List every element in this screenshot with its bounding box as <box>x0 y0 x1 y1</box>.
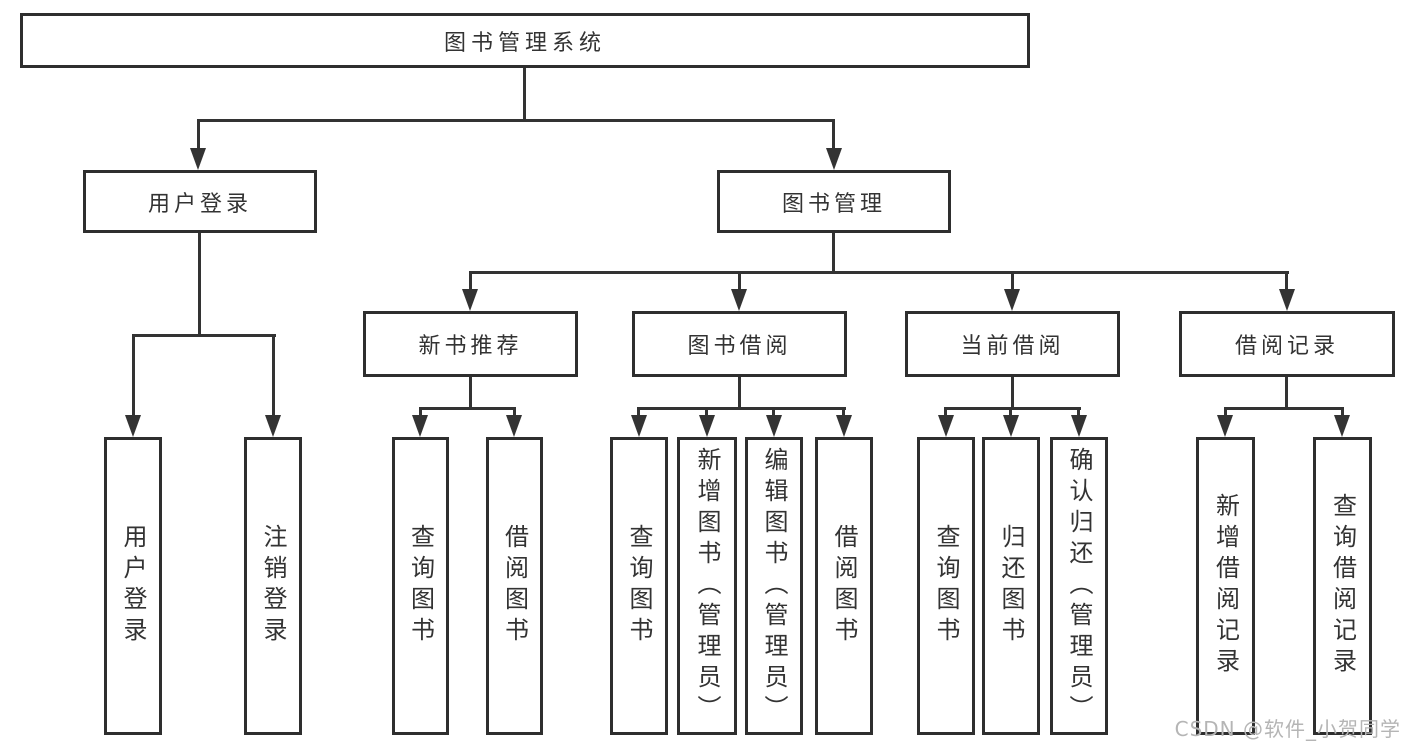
connector-to-book-borrow <box>738 271 741 291</box>
connector-book-borrow-stem <box>738 377 741 410</box>
arrow-down-icon <box>462 289 478 311</box>
arrow-down-icon <box>412 415 428 437</box>
arrow-down-icon <box>766 415 782 437</box>
arrow-down-icon <box>1004 289 1020 311</box>
connector-leaf-stem <box>1341 407 1344 419</box>
leaf-return-book-label: 归还图书 <box>997 524 1025 648</box>
node-borrow-record: 借阅记录 <box>1179 311 1395 377</box>
arrow-down-icon <box>938 415 954 437</box>
leaf-query-book-3-label: 查询图书 <box>932 524 960 648</box>
leaf-add-book-label: 新增图书（管理员） <box>693 446 721 726</box>
connector-current-borrow-stem <box>1011 377 1014 410</box>
arrow-down-icon <box>631 415 647 437</box>
node-book-borrow-label: 图书借阅 <box>687 334 792 359</box>
arrow-down-icon <box>265 415 281 437</box>
leaf-borrow-book-1-label: 借阅图书 <box>500 524 529 648</box>
leaf-borrow-book-2: 借阅图书 <box>815 437 873 735</box>
arrow-down-icon <box>125 415 141 437</box>
connector-leaf-stem <box>1009 407 1012 419</box>
arrow-down-icon <box>1334 415 1350 437</box>
connector-borrow-record-stem <box>1285 377 1288 410</box>
node-current-borrow-label: 当前借阅 <box>960 334 1065 359</box>
node-root: 图书管理系统 <box>20 13 1030 68</box>
arrow-down-icon <box>1071 415 1087 437</box>
connector-leaf-stem <box>1224 407 1227 419</box>
leaf-edit-book-label: 编辑图书（管理员） <box>760 446 788 726</box>
connector-root-stem <box>523 68 526 122</box>
leaf-query-book-2-label: 查询图书 <box>625 524 653 648</box>
leaf-user-login-label: 用户登录 <box>119 524 147 648</box>
node-new-book-rec: 新书推荐 <box>363 311 578 377</box>
connector-leaf-stem <box>513 407 516 419</box>
connector-new-book-rec-stem <box>469 377 472 410</box>
connector-to-book-mgmt <box>832 119 835 150</box>
leaf-query-book-1: 查询图书 <box>392 437 449 735</box>
watermark: CSDN @软件_小贺同学 <box>1174 717 1401 741</box>
leaf-user-login: 用户登录 <box>104 437 162 735</box>
leaf-borrow-book-2-label: 借阅图书 <box>830 524 858 648</box>
leaf-return-book: 归还图书 <box>982 437 1040 735</box>
connector-to-user-login <box>197 119 200 150</box>
leaf-logout-label: 注销登录 <box>259 524 287 648</box>
connector-user-login-split <box>132 334 276 337</box>
node-root-label: 图书管理系统 <box>443 30 606 56</box>
connector-borrow-record-split <box>1224 407 1344 410</box>
leaf-query-book-3: 查询图书 <box>917 437 975 735</box>
leaf-query-record-label: 查询借阅记录 <box>1328 493 1357 679</box>
connector-new-book-rec-split <box>419 407 516 410</box>
leaf-borrow-book-1: 借阅图书 <box>486 437 543 735</box>
node-book-mgmt-label: 图书管理 <box>781 191 886 217</box>
arrow-down-icon <box>1217 415 1233 437</box>
arrow-down-icon <box>836 415 852 437</box>
leaf-confirm-return-label: 确认归还（管理员） <box>1065 446 1093 726</box>
arrow-down-icon <box>1279 289 1295 311</box>
connector-leaf-stem <box>842 407 845 419</box>
leaf-logout: 注销登录 <box>244 437 302 735</box>
connector-current-borrow-split <box>944 407 1081 410</box>
connector-leaf-stem <box>637 407 640 419</box>
node-book-borrow: 图书借阅 <box>632 311 847 377</box>
connector-leaf-stem <box>705 407 708 419</box>
connector-to-leaf-logout <box>272 334 275 419</box>
leaf-add-record: 新增借阅记录 <box>1196 437 1255 735</box>
arrow-down-icon <box>826 148 842 170</box>
connector-user-login-stem <box>198 233 201 337</box>
leaf-query-book-2: 查询图书 <box>610 437 668 735</box>
connector-leaf-stem <box>419 407 422 419</box>
arrow-down-icon <box>731 289 747 311</box>
node-borrow-record-label: 借阅记录 <box>1234 334 1339 359</box>
connector-to-new-book-rec <box>469 271 472 291</box>
connector-book-borrow-split <box>637 407 846 410</box>
arrow-down-icon <box>506 415 522 437</box>
node-user-login-label: 用户登录 <box>147 191 252 217</box>
leaf-add-record-label: 新增借阅记录 <box>1211 493 1240 679</box>
node-book-mgmt: 图书管理 <box>717 170 951 233</box>
leaf-query-record: 查询借阅记录 <box>1313 437 1372 735</box>
leaf-edit-book: 编辑图书（管理员） <box>745 437 803 735</box>
connector-root-split <box>197 119 835 122</box>
connector-to-leaf-user-login <box>132 334 135 419</box>
node-current-borrow: 当前借阅 <box>905 311 1120 377</box>
connector-leaf-stem <box>772 407 775 419</box>
leaf-confirm-return: 确认归还（管理员） <box>1050 437 1108 735</box>
leaf-add-book: 新增图书（管理员） <box>677 437 737 735</box>
arrow-down-icon <box>699 415 715 437</box>
node-user-login: 用户登录 <box>83 170 317 233</box>
connector-to-current-borrow <box>1011 271 1014 291</box>
connector-to-borrow-record <box>1285 271 1288 291</box>
leaf-query-book-1-label: 查询图书 <box>406 524 435 648</box>
connector-book-mgmt-split <box>469 271 1289 274</box>
arrow-down-icon <box>1003 415 1019 437</box>
arrow-down-icon <box>190 148 206 170</box>
connector-book-mgmt-stem <box>832 233 835 274</box>
connector-leaf-stem <box>1077 407 1080 419</box>
connector-leaf-stem <box>944 407 947 419</box>
node-new-book-rec-label: 新书推荐 <box>418 334 523 359</box>
